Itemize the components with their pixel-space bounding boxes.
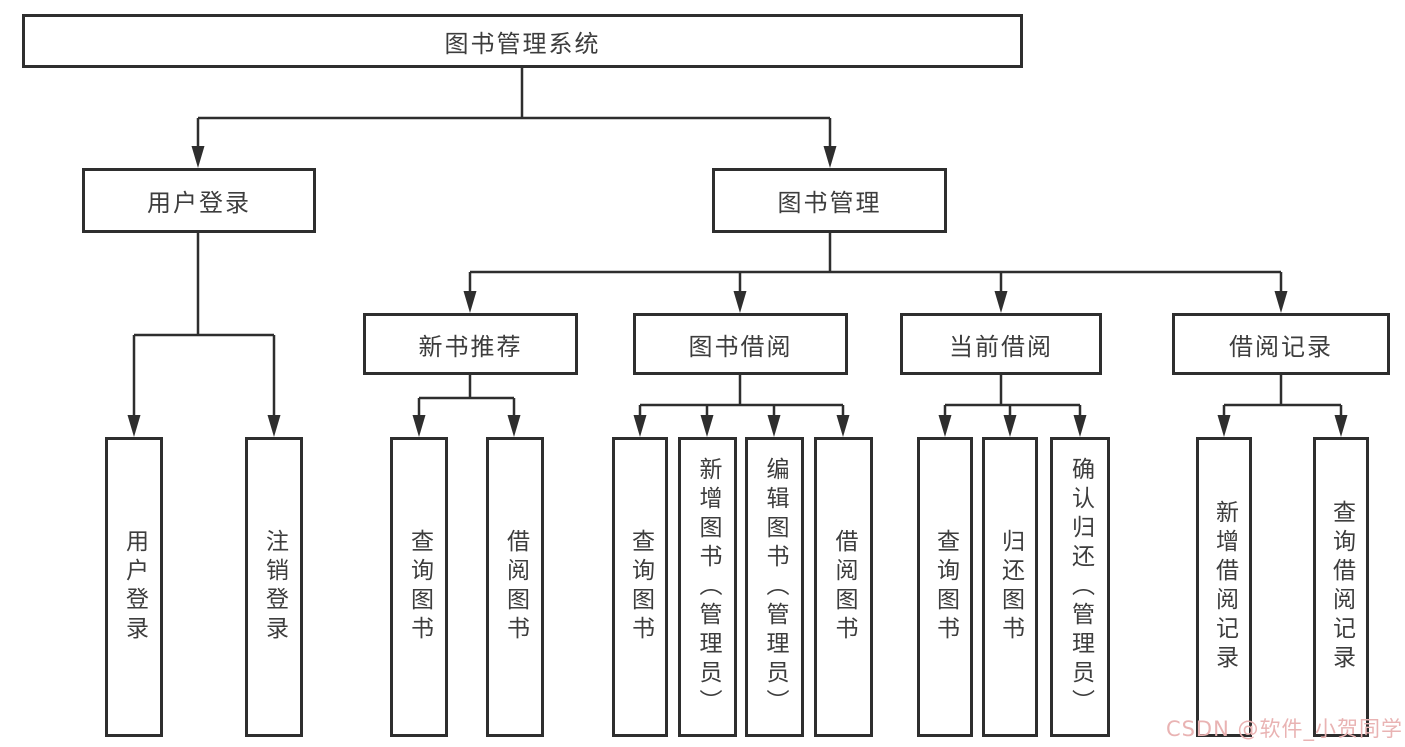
leaf-bb-query-books-label: 查询图书 (627, 529, 654, 645)
leaf-bb-add-books-admin: 新增图书（管理员） (678, 437, 737, 737)
leaf-bb-borrow-books-label: 借阅图书 (831, 529, 857, 645)
leaf-cb-query-books-label: 查询图书 (932, 529, 959, 645)
watermark: CSDN @软件_小贺同学 (1165, 717, 1403, 741)
leaf-nbr-borrow-books: 借阅图书 (486, 437, 544, 737)
node-root: 图书管理系统 (22, 14, 1023, 68)
leaf-user-login-label: 用户登录 (121, 529, 148, 645)
node-current-borrow-label: 当前借阅 (949, 332, 1053, 361)
leaf-nbr-query-books-label: 查询图书 (406, 529, 433, 645)
leaf-bb-edit-books-admin-label: 编辑图书（管理员） (762, 456, 788, 718)
leaf-br-add-record-label: 新增借阅记录 (1211, 500, 1238, 674)
leaf-br-query-record-label: 查询借阅记录 (1328, 500, 1355, 674)
leaf-br-add-record: 新增借阅记录 (1196, 437, 1252, 737)
node-book-management: 图书管理 (712, 168, 947, 233)
node-book-management-label: 图书管理 (777, 189, 882, 217)
leaf-cb-confirm-return-admin: 确认归还（管理员） (1050, 437, 1110, 737)
node-user-login-label: 用户登录 (147, 189, 251, 217)
leaf-bb-add-books-admin-label: 新增图书（管理员） (695, 456, 721, 718)
leaf-bb-borrow-books: 借阅图书 (814, 437, 873, 737)
node-book-borrow: 图书借阅 (633, 313, 848, 375)
node-borrow-records: 借阅记录 (1172, 313, 1390, 375)
leaf-logout-login-label: 注销登录 (261, 529, 288, 645)
leaf-user-login: 用户登录 (105, 437, 163, 737)
leaf-logout-login: 注销登录 (245, 437, 303, 737)
leaf-nbr-borrow-books-label: 借阅图书 (502, 529, 529, 645)
node-root-label: 图书管理系统 (444, 29, 601, 58)
node-new-book-recommend-label: 新书推荐 (418, 332, 523, 361)
leaf-cb-confirm-return-admin-label: 确认归还（管理员） (1067, 456, 1094, 718)
node-current-borrow: 当前借阅 (900, 313, 1102, 375)
node-new-book-recommend: 新书推荐 (363, 313, 578, 375)
leaf-cb-return-books: 归还图书 (982, 437, 1038, 737)
leaf-br-query-record: 查询借阅记录 (1313, 437, 1369, 737)
leaf-bb-edit-books-admin: 编辑图书（管理员） (745, 437, 804, 737)
node-user-login: 用户登录 (82, 168, 316, 233)
leaf-nbr-query-books: 查询图书 (390, 437, 448, 737)
leaf-cb-query-books: 查询图书 (917, 437, 973, 737)
leaf-bb-query-books: 查询图书 (612, 437, 668, 737)
node-borrow-records-label: 借阅记录 (1229, 332, 1333, 361)
node-book-borrow-label: 图书借阅 (688, 332, 793, 361)
arrowheads (127, 146, 1348, 437)
leaf-cb-return-books-label: 归还图书 (997, 529, 1024, 645)
